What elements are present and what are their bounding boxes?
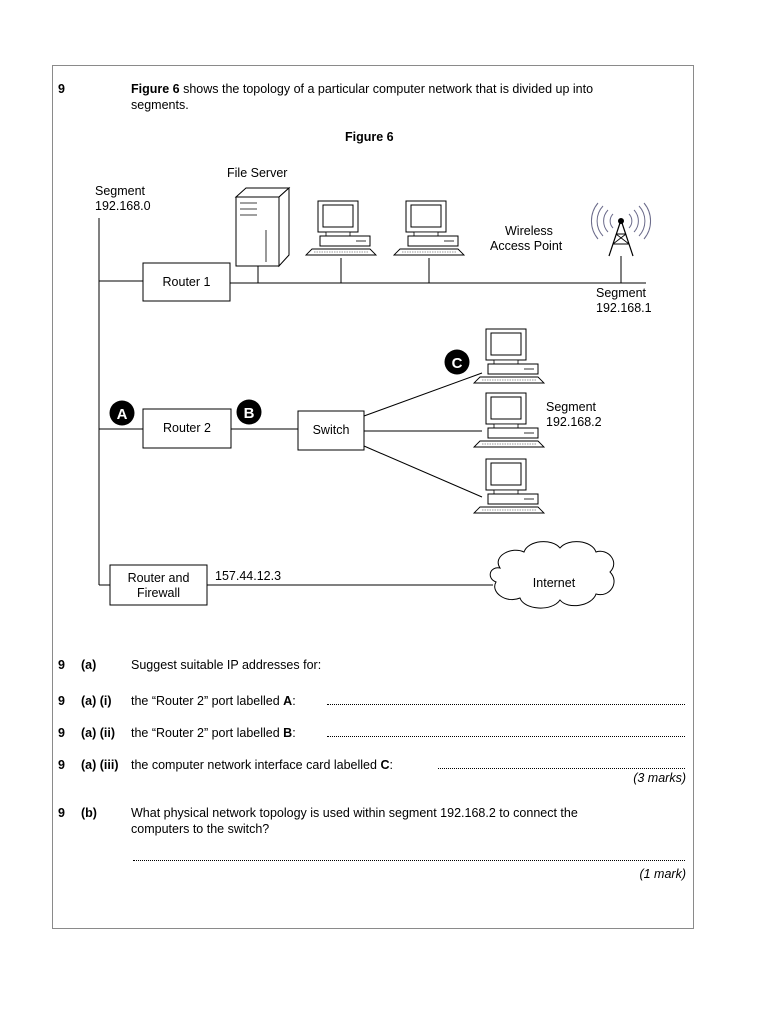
badge-c-label: C: [452, 355, 463, 372]
part-number: 9: [58, 726, 65, 740]
file-server-label: File Server: [227, 166, 287, 180]
intro-text-line2: segments.: [131, 98, 189, 112]
intro-text: shows the topology of a particular compu…: [179, 82, 594, 96]
question-intro: Figure 6 shows the topology of a particu…: [131, 81, 681, 113]
file-server-icon: [234, 186, 291, 268]
computer-icon: [305, 200, 377, 256]
part-number: 9: [58, 694, 65, 708]
wireless-label-line2: Access Point: [490, 239, 563, 253]
page-border: [52, 65, 694, 929]
marks-a: (3 marks): [633, 771, 686, 785]
network-diagram: Segment 192.168.0 Router 1 File Server: [95, 166, 652, 609]
answer-line-a-iii[interactable]: [438, 768, 685, 769]
part-label: (a) (ii): [81, 726, 116, 740]
segment0-label: Segment: [95, 184, 146, 198]
part-a-ii-text: the “Router 2” port labelled B:: [131, 725, 296, 741]
part-text: :: [292, 726, 296, 740]
segment1-ip: 192.168.1: [596, 301, 652, 315]
marks-b: (1 mark): [639, 867, 686, 881]
router1-label: Router 1: [163, 275, 211, 289]
router1-box: [142, 262, 231, 302]
segment1-label: Segment: [596, 286, 647, 300]
part-text: the “Router 2” port labelled: [131, 726, 284, 740]
part-text-bold: B: [283, 726, 293, 740]
internet-label: Internet: [533, 576, 576, 590]
part-text: the computer network interface card labe…: [131, 758, 381, 772]
badge-b: [236, 399, 262, 425]
part-label: (a) (i): [81, 694, 112, 708]
part-a-text: Suggest suitable IP addresses for:: [131, 658, 322, 672]
part-text: What physical network topology is used w…: [131, 806, 578, 820]
part-b-text: What physical network topology is used w…: [131, 805, 686, 837]
answer-line-b[interactable]: [133, 860, 685, 861]
part-label: (a) (iii): [81, 758, 119, 772]
computer-icon: [393, 200, 465, 256]
intro-figure-ref: Figure 6: [131, 82, 180, 96]
part-number: 9: [58, 658, 65, 672]
part-text-bold: A: [283, 694, 293, 708]
router-firewall-label-line1: Router and: [128, 571, 190, 585]
computer-icon: [473, 458, 545, 514]
switch-label: Switch: [313, 423, 350, 437]
part-text: :: [292, 694, 296, 708]
part-label: (b): [81, 806, 97, 820]
router-firewall-label-line2: Firewall: [137, 586, 180, 600]
part-label: (a): [81, 658, 97, 672]
question-number: 9: [58, 82, 65, 96]
badge-a-label: A: [117, 406, 128, 423]
router2-box: [142, 408, 232, 449]
wireless-access-point-icon: [591, 202, 651, 257]
part-text-bold: C: [380, 758, 390, 772]
switch-box: [297, 410, 365, 451]
figure-title: Figure 6: [345, 130, 394, 144]
computer-icon: [473, 392, 545, 448]
badge-b-label: B: [244, 405, 255, 422]
segment2-label: Segment: [546, 400, 597, 414]
part-number: 9: [58, 758, 65, 772]
router2-label: Router 2: [163, 421, 211, 435]
part-text: computers to the switch?: [131, 822, 270, 836]
part-text: the “Router 2” port labelled: [131, 694, 284, 708]
wireless-label-line1: Wireless: [505, 224, 553, 238]
part-a-i-text: the “Router 2” port labelled A:: [131, 693, 296, 709]
badge-c: [444, 349, 470, 375]
internet-cloud-icon: [489, 541, 615, 609]
computer-icon: [473, 328, 545, 384]
public-ip-label: 157.44.12.3: [215, 569, 281, 583]
part-a-iii-text: the computer network interface card labe…: [131, 757, 393, 773]
segment2-ip: 192.168.2: [546, 415, 602, 429]
answer-line-a-ii[interactable]: [327, 736, 685, 737]
router-firewall-box: [109, 564, 208, 606]
part-text: :: [389, 758, 393, 772]
part-number: 9: [58, 806, 65, 820]
badge-a: [109, 400, 135, 426]
segment0-ip: 192.168.0: [95, 199, 151, 213]
answer-line-a-i[interactable]: [327, 704, 685, 705]
